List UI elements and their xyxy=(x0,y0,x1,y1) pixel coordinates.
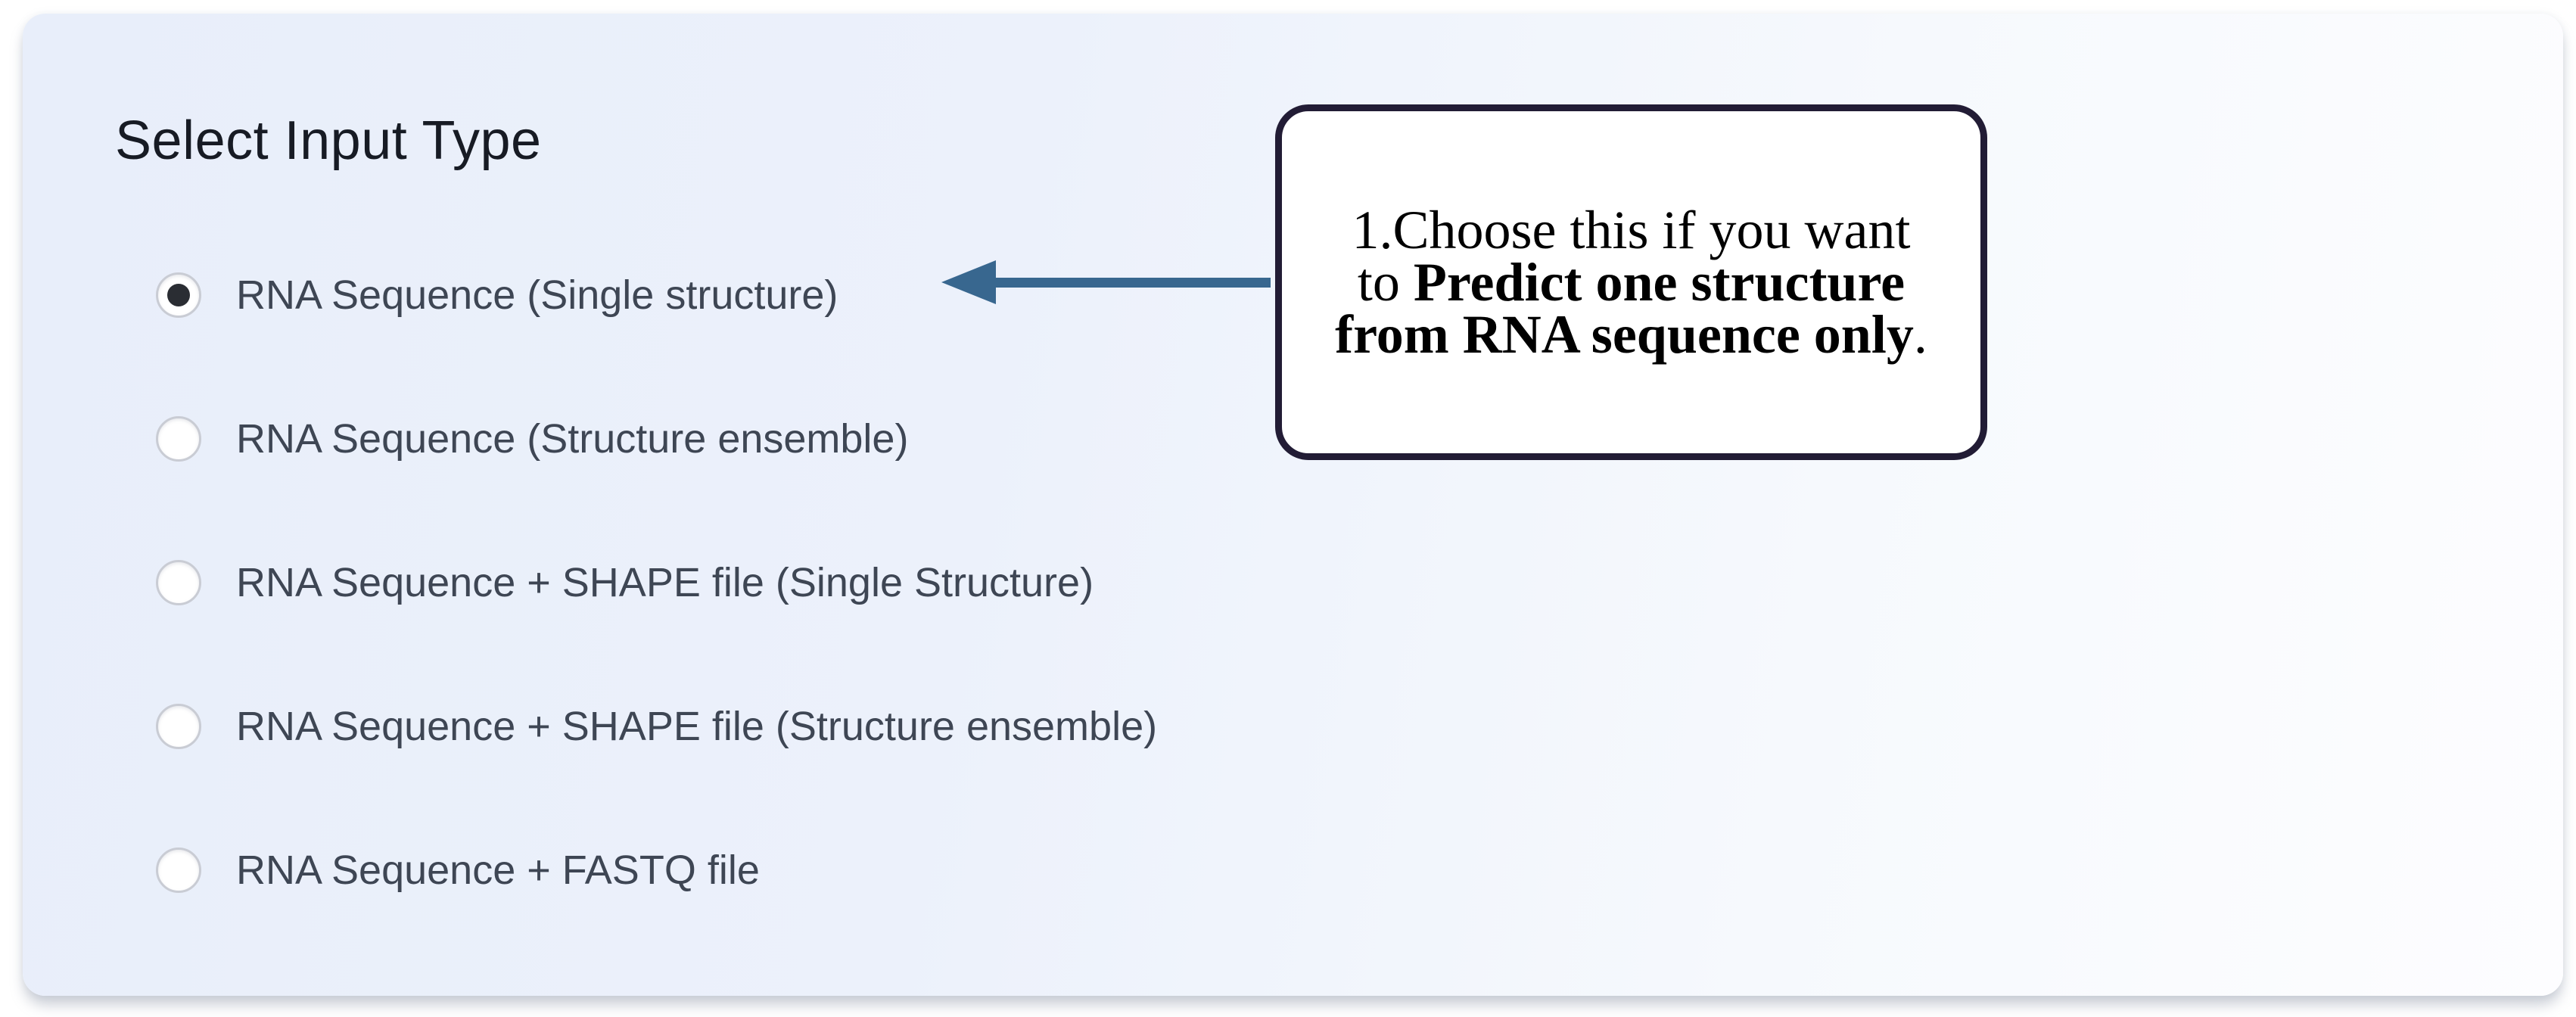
radio-selected-dot xyxy=(167,428,190,450)
radio-selected-dot xyxy=(167,715,190,738)
annotation-line-2: to Predict one structure xyxy=(1357,251,1906,313)
radio-selected-dot xyxy=(167,571,190,594)
option-label[interactable]: RNA Sequence + SHAPE file (Structure ens… xyxy=(236,704,1158,749)
option-label[interactable]: RNA Sequence (Single structure) xyxy=(236,272,838,318)
annotation-arrow-shaft xyxy=(990,278,1271,288)
radio-button-icon[interactable] xyxy=(156,848,201,893)
radio-selected-dot xyxy=(167,284,190,306)
radio-button-icon[interactable] xyxy=(156,416,201,462)
page-title: Select Input Type xyxy=(115,110,542,171)
option-label[interactable]: RNA Sequence + FASTQ file xyxy=(236,848,760,893)
annotation-callout: 1.Choose this if you want to Predict one… xyxy=(1275,104,1987,460)
option-rna-sequence-single-structure[interactable]: RNA Sequence (Single structure) xyxy=(156,271,838,319)
option-rna-fastq-file[interactable]: RNA Sequence + FASTQ file xyxy=(156,846,760,894)
annotation-line-3: from RNA sequence only. xyxy=(1335,303,1927,365)
radio-selected-dot xyxy=(167,859,190,882)
radio-button-icon[interactable] xyxy=(156,704,201,749)
radio-button-icon[interactable] xyxy=(156,560,201,605)
option-label[interactable]: RNA Sequence + SHAPE file (Single Struct… xyxy=(236,560,1094,605)
option-rna-shape-structure-ensemble[interactable]: RNA Sequence + SHAPE file (Structure ens… xyxy=(156,702,1157,751)
option-rna-sequence-structure-ensemble[interactable]: RNA Sequence (Structure ensemble) xyxy=(156,415,908,463)
option-label[interactable]: RNA Sequence (Structure ensemble) xyxy=(236,416,909,462)
annotation-line-1: 1.Choose this if you want xyxy=(1352,199,1911,260)
option-rna-shape-single-structure[interactable]: RNA Sequence + SHAPE file (Single Struct… xyxy=(156,558,1094,607)
annotation-arrow-head-icon xyxy=(941,260,996,304)
radio-button-icon[interactable] xyxy=(156,272,201,318)
